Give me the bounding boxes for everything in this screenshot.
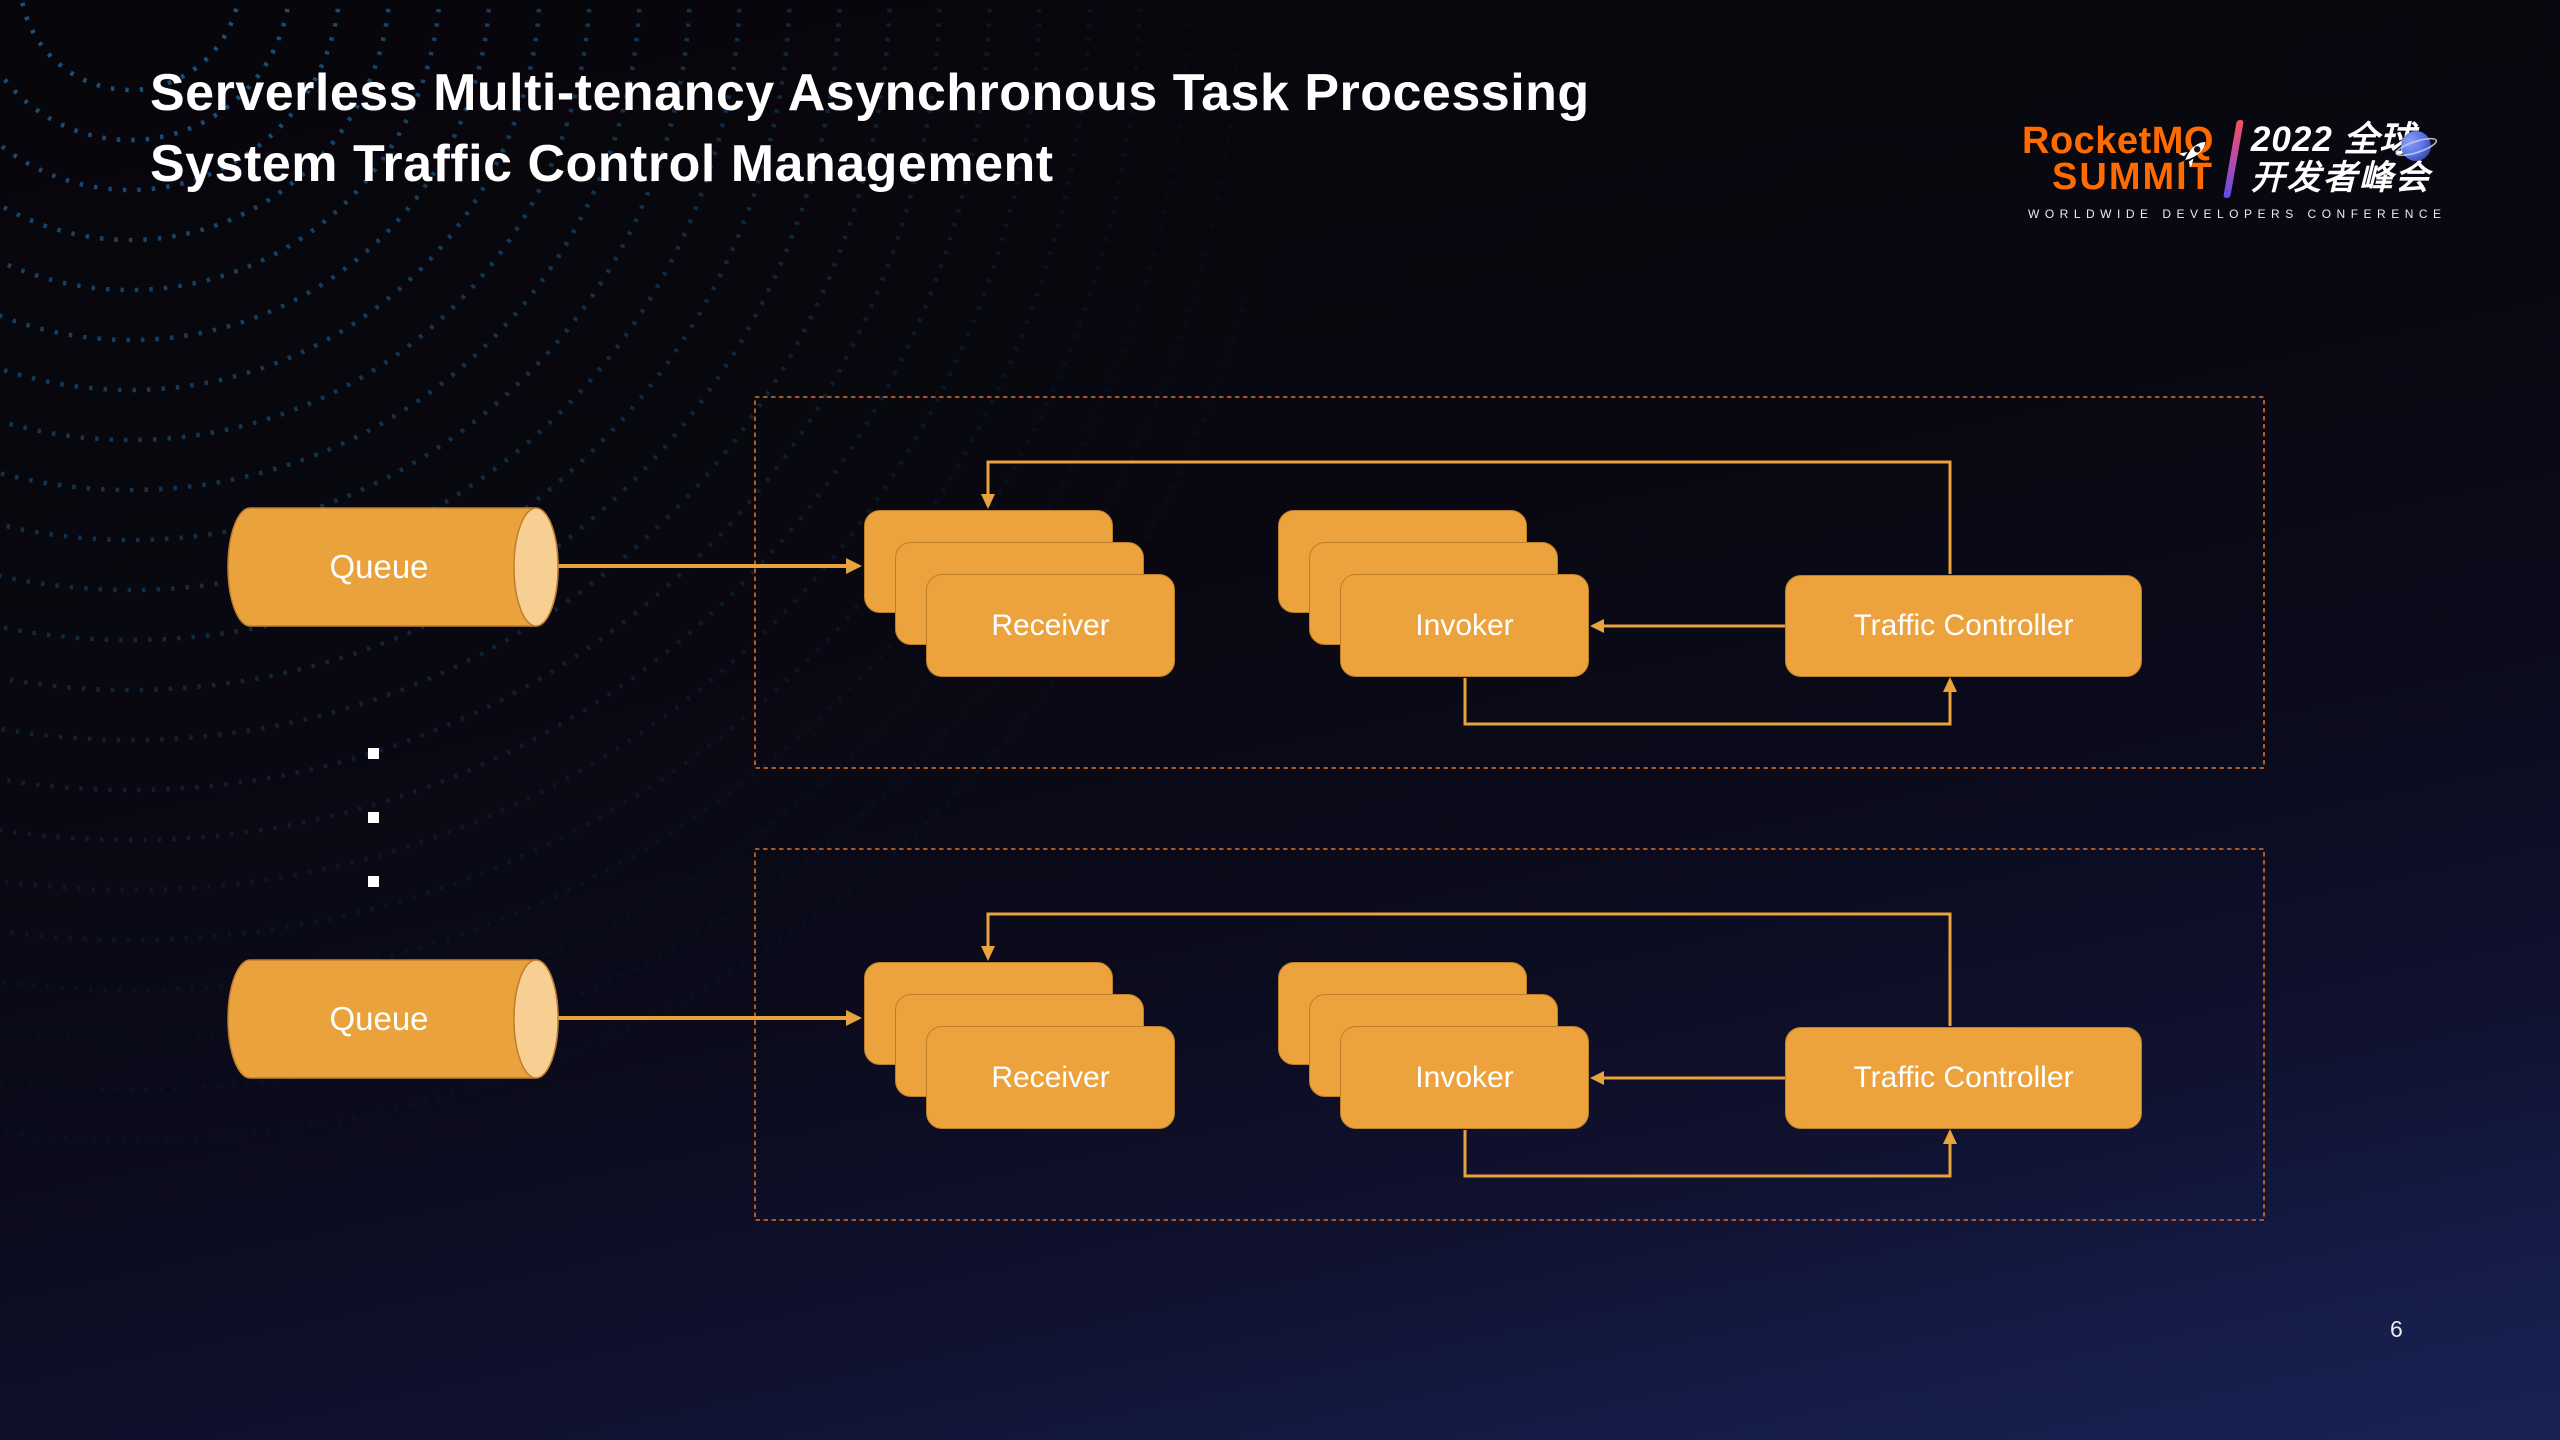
logo-event-name: 开发者峰会 <box>2250 159 2431 197</box>
traffic-controller-node-1: Traffic Controller <box>1785 575 2142 677</box>
ellipsis-dot <box>368 812 379 823</box>
invoker-node-2: Invoker <box>1340 1026 1589 1129</box>
rocket-icon <box>2178 141 2206 168</box>
page-title: Serverless Multi-tenancy Asynchronous Ta… <box>150 58 1910 200</box>
receiver-node-1: Receiver <box>926 574 1175 677</box>
queue-node-2: Queue <box>329 1000 429 1037</box>
ellipsis-dot <box>368 748 379 759</box>
ellipsis-dot <box>368 876 379 887</box>
logo-event-year: 2022 全球 <box>2250 120 2416 159</box>
invoker-node-1: Invoker <box>1340 574 1589 677</box>
queue-node-1: Queue <box>329 548 429 585</box>
rocketmq-summit-logo: RocketMQ SUMMIT 2022 全球 开发者峰会 WORLDWIDE … <box>2022 120 2452 221</box>
queue-ellipsis <box>368 748 379 940</box>
page-title-line1: Serverless Multi-tenancy Asynchronous Ta… <box>150 64 1590 122</box>
page-number: 6 <box>2390 1316 2403 1342</box>
logo-brand-summit: SUMMIT <box>2052 156 2214 198</box>
page-title-line2: System Traffic Control Management <box>150 135 1054 193</box>
receiver-node-2: Receiver <box>926 1026 1175 1129</box>
planet-icon <box>2395 131 2438 161</box>
traffic-controller-node-2: Traffic Controller <box>1785 1027 2142 1129</box>
logo-divider-bar <box>2223 120 2244 198</box>
logo-tagline: WORLDWIDE DEVELOPERS CONFERENCE <box>2028 207 2447 221</box>
